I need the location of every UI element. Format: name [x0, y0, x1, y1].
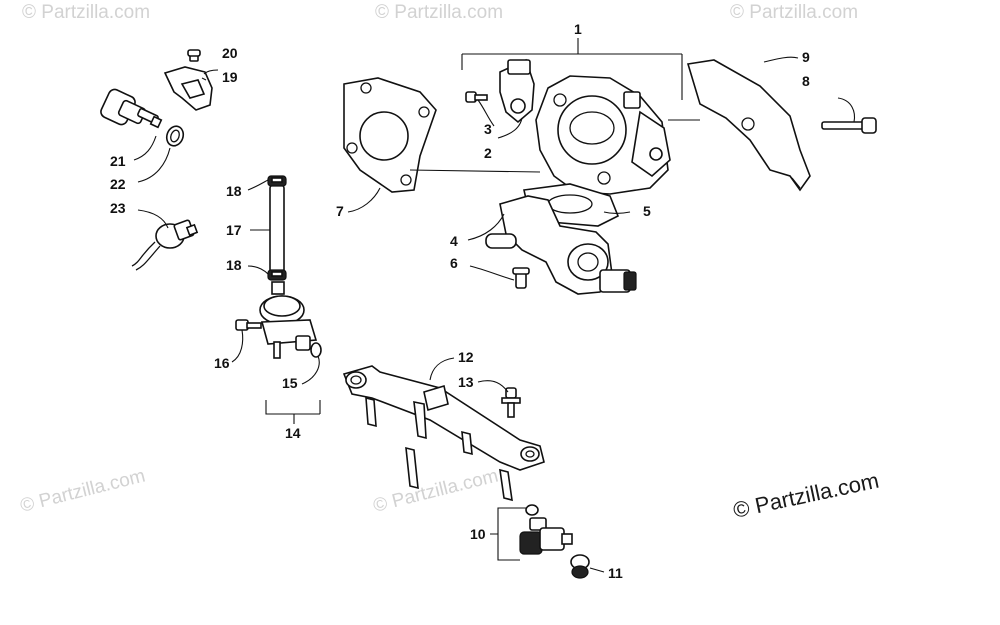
- part-gasket-7: [343, 77, 437, 193]
- callout-22: 22: [110, 176, 126, 192]
- callout-17: 17: [226, 222, 242, 238]
- callout-11: 11: [608, 565, 623, 581]
- callout-18-bottom: 18: [226, 257, 242, 273]
- callout-5: 5: [643, 203, 651, 219]
- watermark-mid-left: © Partzilla.com: [18, 466, 147, 517]
- callout-3: 3: [484, 121, 492, 137]
- callout-18-top: 18: [226, 183, 242, 199]
- callout-8: 8: [802, 73, 810, 89]
- part-fuel-rail-12: [342, 365, 545, 502]
- callout-20: 20: [222, 45, 238, 61]
- callout-12: 12: [458, 349, 474, 365]
- callout-1: 1: [574, 21, 582, 37]
- callout-23: 23: [110, 200, 126, 216]
- part-throttle-body-1: [535, 75, 671, 195]
- part-screw-3: [465, 91, 488, 103]
- watermark-top-left: © Partzilla.com: [22, 2, 150, 23]
- part-bolt-8: [821, 117, 877, 134]
- callout-14: 14: [285, 425, 301, 441]
- callout-13: 13: [458, 374, 474, 390]
- part-regulator-14: [259, 281, 318, 359]
- part-sensor-21: [100, 88, 163, 129]
- callout-19: 19: [222, 69, 238, 85]
- callout-7: 7: [336, 203, 344, 219]
- callout-21: 21: [110, 153, 126, 169]
- callout-6: 6: [450, 255, 458, 271]
- watermark-main: © Partzilla.com: [731, 468, 881, 523]
- callout-10: 10: [470, 526, 486, 542]
- part-screw-6: [512, 267, 530, 289]
- part-screw-20: [187, 49, 201, 62]
- leader-lines: [133, 38, 856, 573]
- callout-16: 16: [214, 355, 230, 371]
- part-tps-2: [499, 58, 535, 124]
- callouts: 1 2 3 4 5 6 7 8 9 10 11 12 13 14 15 16 1…: [110, 21, 810, 581]
- part-oring-11: [570, 554, 590, 579]
- part-clamp-18-top: [267, 175, 287, 187]
- part-clamp-18-bottom: [267, 269, 287, 281]
- watermark-top-center: © Partzilla.com: [375, 2, 503, 23]
- part-bolt-13: [501, 387, 521, 418]
- callout-9: 9: [802, 49, 810, 65]
- callout-4: 4: [450, 233, 458, 249]
- part-oring-22: [165, 125, 185, 147]
- part-sensor-23: [131, 219, 199, 271]
- part-bracket-19: [163, 66, 213, 111]
- part-oring-15: [310, 342, 322, 358]
- part-hose-17: [269, 184, 285, 276]
- part-injector-10: [519, 504, 573, 555]
- part-bracket-9: [686, 59, 811, 192]
- callout-2: 2: [484, 145, 492, 161]
- part-iac-4: [485, 195, 637, 295]
- watermark-top-right: © Partzilla.com: [730, 2, 858, 23]
- callout-15: 15: [282, 375, 298, 391]
- part-bolt-16: [235, 319, 262, 331]
- watermark-mid-center: © Partzilla.com: [371, 466, 500, 517]
